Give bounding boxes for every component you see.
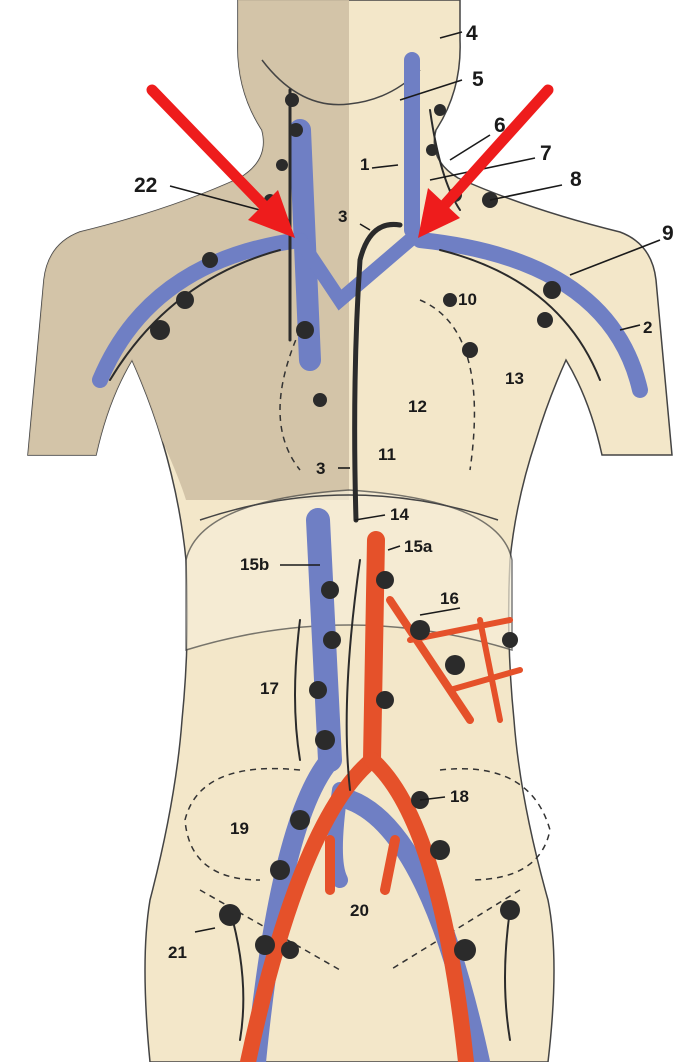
label-3-bottom: 3 [316,459,325,478]
label-13: 13 [505,369,524,388]
label-18: 18 [450,787,469,806]
label-15b: 15b [240,555,269,574]
label-16: 16 [440,589,459,608]
label-7: 7 [540,142,552,165]
label-22: 22 [134,174,157,197]
label-5: 5 [472,68,484,91]
label-15a: 15a [404,537,433,556]
label-17: 17 [260,679,279,698]
label-9: 9 [662,222,674,245]
label-6: 6 [494,114,506,137]
label-19: 19 [230,819,249,838]
label-12: 12 [408,397,427,416]
label-8: 8 [570,168,582,191]
label-11: 11 [378,445,396,464]
label-1: 1 [360,155,369,174]
label-21: 21 [168,943,187,962]
label-4: 4 [466,22,478,45]
label-3-top: 3 [338,207,347,226]
label-10: 10 [458,290,477,309]
label-14: 14 [390,505,409,524]
label-20: 20 [350,901,369,920]
label-2: 2 [643,318,652,337]
